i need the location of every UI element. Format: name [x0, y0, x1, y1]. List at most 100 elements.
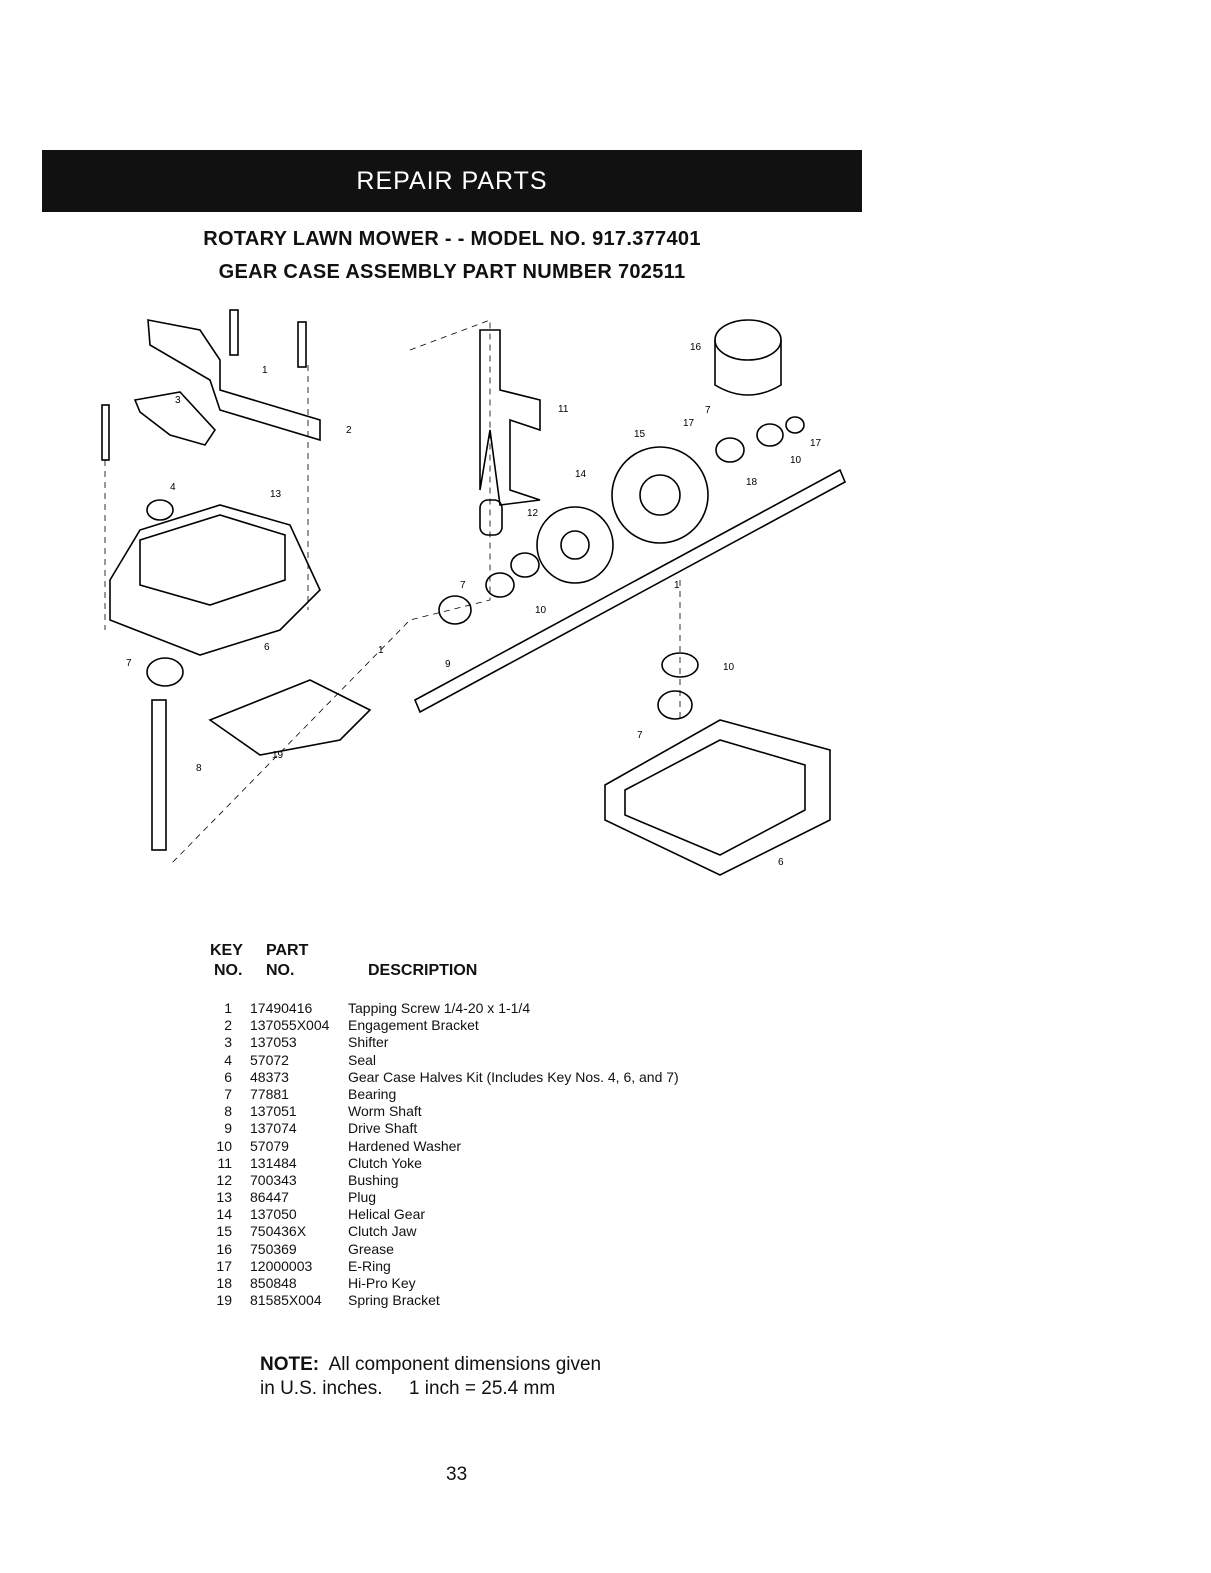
note-label: NOTE:: [260, 1354, 320, 1375]
gear-case-lower-inner-shape: [624, 739, 806, 856]
description: Bushing: [348, 1171, 399, 1188]
part-no: 750436X: [250, 1223, 307, 1240]
repair-parts-banner: REPAIR PARTS: [42, 150, 862, 212]
part-no: 850848: [250, 1275, 297, 1291]
key-no: 4: [224, 1051, 232, 1068]
callout: 17: [810, 438, 822, 449]
callout: 11: [558, 404, 569, 415]
screw-shape: [101, 404, 110, 461]
washer-shape: [485, 572, 515, 598]
callout: 8: [196, 763, 202, 774]
description: Grease: [348, 1240, 394, 1257]
callout: 1: [262, 365, 268, 376]
key-no: 16: [216, 1240, 232, 1257]
seal-shape: [146, 499, 174, 521]
table-row: 4 57072 Seal: [200, 1052, 679, 1069]
callout: 4: [170, 482, 176, 493]
callout: 1: [674, 580, 680, 591]
callout: 2: [346, 425, 352, 436]
part-no: 137074: [250, 1120, 297, 1137]
callout: 10: [535, 605, 547, 616]
part-no: 48373: [250, 1068, 289, 1085]
description: Seal: [348, 1051, 377, 1068]
callout: 7: [637, 730, 643, 741]
description: Worm Shaft: [348, 1103, 422, 1120]
e-ring-shape: [785, 416, 805, 434]
callout: 14: [575, 469, 587, 480]
grease-shape: [714, 319, 782, 361]
description: Bearing: [348, 1085, 397, 1102]
description: Gear Case Halves Kit (Includes Key Nos. …: [348, 1068, 679, 1085]
description: Hardened Washer: [348, 1137, 462, 1154]
key-no: 17: [216, 1257, 232, 1274]
part-no: 12000003: [250, 1257, 313, 1274]
part-header-line1: PART: [266, 942, 309, 959]
part-no: 700343: [250, 1171, 297, 1188]
grease-shape: [714, 340, 782, 396]
note-line2: in U.S. inches.: [260, 1378, 383, 1399]
bearing-shape: [715, 437, 745, 463]
bearing-shape: [438, 595, 472, 625]
callout: 1: [378, 645, 384, 656]
washer-shape: [661, 652, 699, 678]
description: E-Ring: [348, 1257, 391, 1274]
callout: 12: [527, 508, 539, 519]
callout: 6: [778, 857, 784, 868]
callout: 7: [460, 580, 466, 591]
note-conversion: 1 inch = 25.4 mm: [408, 1378, 556, 1399]
key-header-line1: KEY: [210, 942, 243, 959]
washer-shape: [510, 552, 540, 578]
helical-gear-hub-shape: [560, 530, 590, 560]
callout: 10: [723, 662, 735, 673]
gear-case-exploded-diagram: 1 2 3 4 13 7 6 8 19 1 11 12 7 10 9 14 15…: [101, 309, 847, 876]
callout: 17: [683, 418, 695, 429]
drive-shaft-shape: [413, 468, 847, 714]
worm-shaft-shape: [151, 699, 167, 851]
description: Clutch Jaw: [348, 1223, 417, 1240]
key-no: 1: [224, 1000, 232, 1016]
description: Engagement Bracket: [348, 1017, 479, 1034]
helical-gear-shape: [536, 506, 614, 584]
part-no: 57072: [250, 1051, 289, 1068]
gear-case-top-shape: [139, 514, 286, 606]
banner-label: REPAIR PARTS: [356, 166, 548, 195]
assembly-title: GEAR CASE ASSEMBLY PART NUMBER 702511: [218, 261, 686, 283]
washer-shape: [756, 423, 784, 447]
table-row: 6 48373 Gear Case Halves Kit (Includes Key…: [200, 1069, 679, 1086]
table-row: 12 700343 Bushing: [200, 1172, 679, 1189]
note-line1: All component dimensions given: [328, 1354, 602, 1375]
part-no: 17490416: [250, 1000, 313, 1016]
description: Plug: [348, 1189, 377, 1206]
table-row: 18 850848 Hi-Pro Key: [200, 1275, 679, 1292]
key-no: 14: [216, 1206, 232, 1223]
shifter-shape: [133, 391, 217, 446]
callout: 18: [746, 477, 758, 488]
callout: 7: [126, 658, 132, 669]
callout: 3: [175, 395, 181, 406]
dimension-note: NOTE: All component dimensions given in …: [260, 1353, 601, 1401]
table-row: 1 17490416 Tapping Screw 1/4-20 x 1-1/4: [200, 1000, 679, 1017]
key-no: 12: [216, 1171, 232, 1188]
callout: 19: [272, 750, 284, 761]
assembly-guide-line: [169, 319, 491, 866]
key-no: 3: [224, 1034, 232, 1051]
part-no: 86447: [250, 1189, 289, 1206]
key-no: 6: [224, 1068, 232, 1085]
screw-shape: [297, 321, 307, 368]
key-no: 19: [216, 1292, 232, 1309]
clutch-yoke-shape: [479, 329, 541, 506]
key-no: 18: [216, 1275, 232, 1291]
description: Tapping Screw 1/4-20 x 1-1/4: [348, 1000, 531, 1016]
description: Hi-Pro Key: [348, 1275, 416, 1291]
callout: 9: [445, 659, 451, 670]
